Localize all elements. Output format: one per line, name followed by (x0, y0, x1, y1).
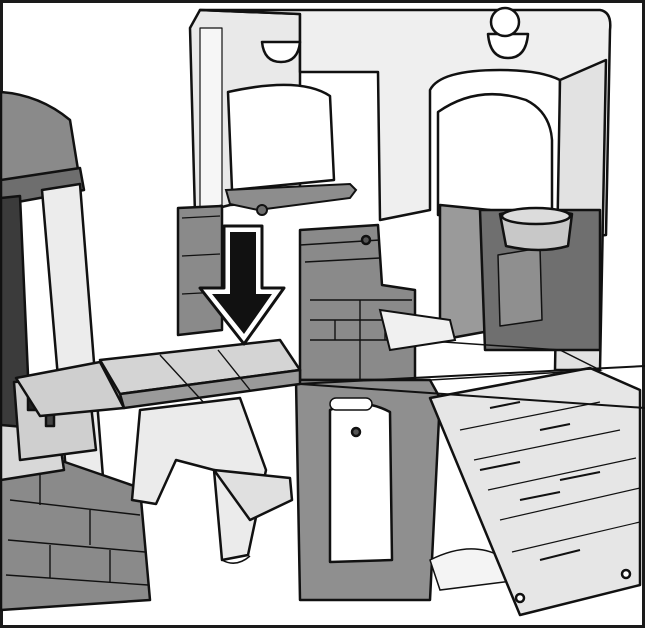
lower-front-panel (296, 380, 440, 600)
